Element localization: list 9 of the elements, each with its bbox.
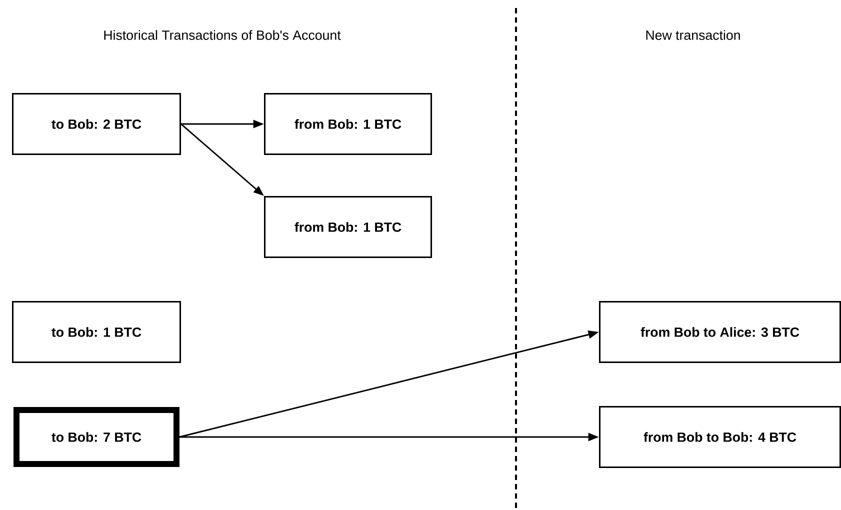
- transaction-box: from Bob to Alice: 3 BTC: [599, 301, 841, 363]
- transaction-box: to Bob: 2 BTC: [12, 93, 181, 155]
- transaction-box: from Bob: 1 BTC: [264, 93, 432, 155]
- transaction-box: to Bob: 7 BTC: [14, 407, 180, 467]
- column-heading: Historical Transactions of Bob's Account: [104, 30, 341, 40]
- transaction-box: from Bob: 1 BTC: [264, 196, 432, 258]
- transaction-box: from Bob to Bob: 4 BTC: [599, 406, 841, 468]
- transaction-box: to Bob: 1 BTC: [12, 301, 181, 363]
- column-heading: New transaction: [646, 30, 740, 40]
